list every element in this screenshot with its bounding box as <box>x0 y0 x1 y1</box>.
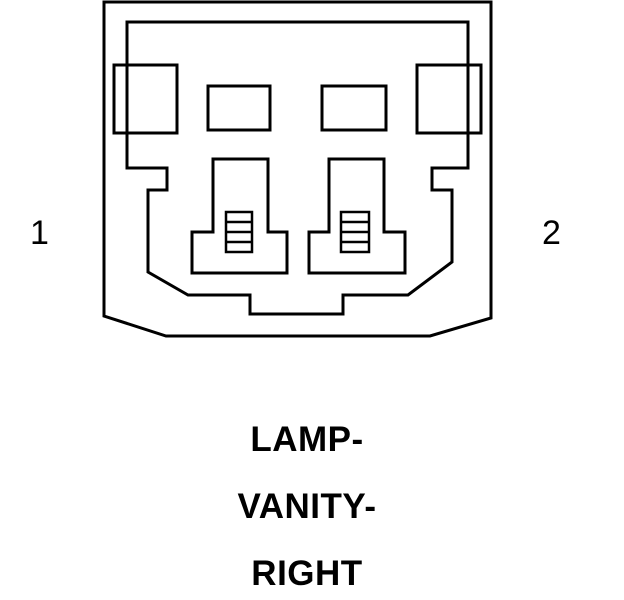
terminal-pin-1-contact <box>224 210 254 254</box>
terminal-pin-2-contact <box>339 210 371 254</box>
cavity-left <box>206 84 272 132</box>
terminal-pin-2 <box>307 157 407 275</box>
caption-line-1: LAMP- <box>250 420 364 459</box>
terminal-pin-1 <box>190 157 289 275</box>
caption-line-2: VANITY- <box>237 487 377 526</box>
connector-outer-housing <box>102 0 493 338</box>
cavity-right <box>320 84 388 132</box>
left-latch-tab <box>112 63 179 135</box>
caption-line-3: RIGHT <box>251 554 363 593</box>
pin-label-1: 1 <box>30 214 49 252</box>
right-latch-tab <box>415 63 483 135</box>
pin-label-2: 2 <box>542 214 561 252</box>
connector-inner-outline <box>125 20 470 316</box>
